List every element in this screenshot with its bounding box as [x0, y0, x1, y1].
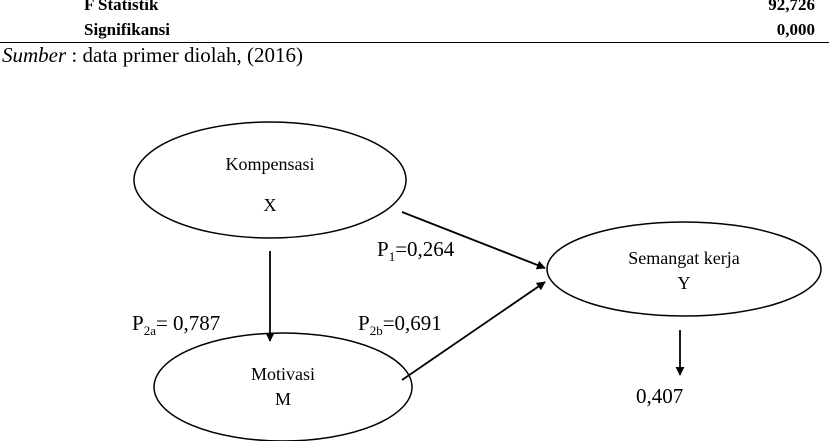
p2a-subscript: 2a: [144, 323, 157, 338]
node-x-label: Kompensasi: [226, 154, 315, 174]
node-m-label: Motivasi: [251, 364, 315, 384]
p2a-value: = 0,787: [156, 311, 220, 335]
node-y-ellipse: [546, 221, 822, 317]
source-note: Sumber : data primer diolah, (2016): [2, 43, 303, 68]
row-value: 0,000: [776, 20, 815, 39]
node-x-code: X: [264, 195, 277, 215]
node-y-label: Semangat kerja: [628, 248, 739, 268]
p2b-letter: P: [358, 311, 370, 335]
arrow-x-to-y: [401, 211, 546, 270]
node-m-code: M: [275, 389, 291, 409]
table-bottom-rule: [0, 42, 829, 43]
row-label: F Statistik: [84, 0, 159, 14]
p2a-letter: P: [132, 311, 144, 335]
row-value: 92,726: [768, 0, 815, 14]
p2b-value: =0,691: [383, 311, 442, 335]
p1-letter: P: [377, 237, 389, 261]
p1-subscript: 1: [389, 249, 396, 264]
source-text: : data primer diolah, (2016): [66, 43, 303, 67]
arrow-m-to-y: [401, 281, 546, 381]
residual-value: 0,407: [636, 384, 683, 408]
path-label-p2a: P2a= 0,787: [132, 311, 220, 338]
p1-value: =0,264: [395, 237, 455, 261]
source-prefix: Sumber: [2, 43, 67, 67]
path-label-p2b: P2b=0,691: [358, 311, 442, 338]
node-m-ellipse: [153, 332, 413, 441]
node-x-ellipse: [133, 121, 407, 239]
node-y-code: Y: [678, 273, 691, 293]
path-label-p1: P1=0,264: [377, 237, 455, 264]
p2b-subscript: 2b: [370, 323, 383, 338]
row-label: Signifikansi: [84, 20, 170, 39]
table-row-signifikansi: Signifikansi 0,000: [0, 20, 829, 42]
table-row-f-statistik: F Statistik 92,726: [0, 0, 829, 17]
